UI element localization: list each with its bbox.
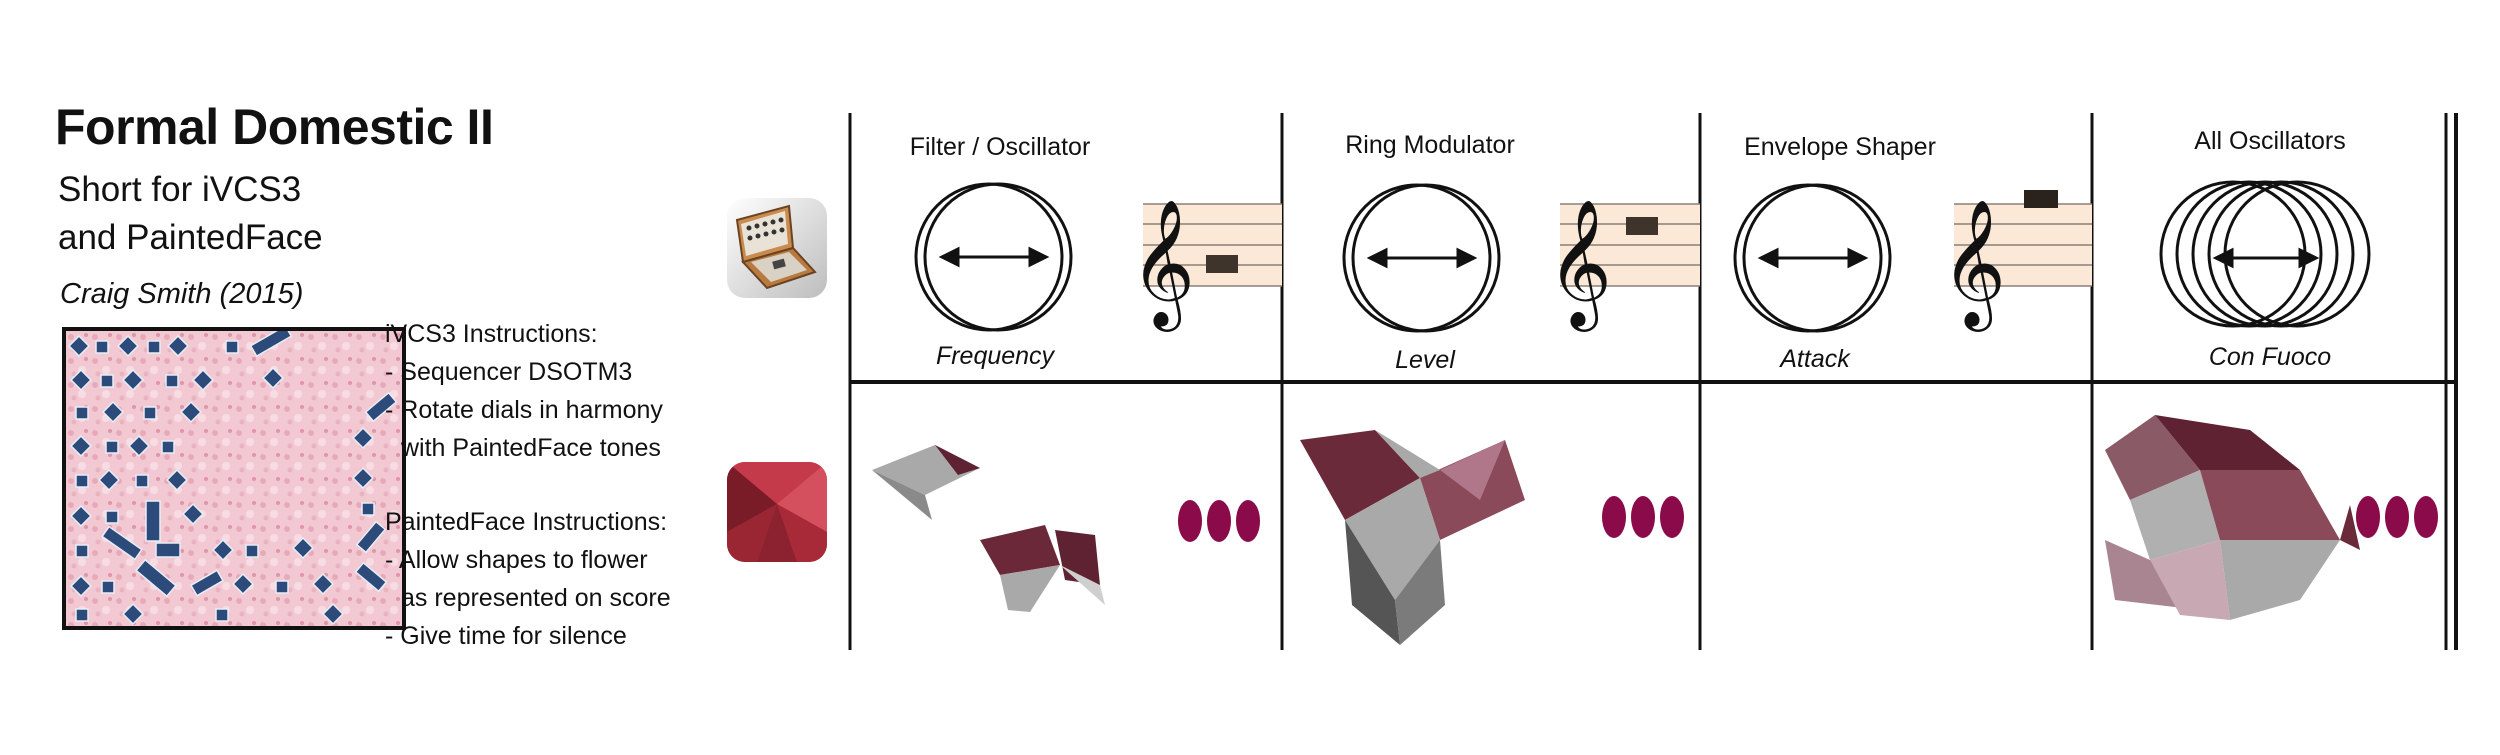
paintedface-app-icon xyxy=(727,462,827,562)
ivcs3-instruction-item: - Rotate dials in harmony xyxy=(385,396,663,424)
ivcs3-instruction-item: with PaintedFace tones xyxy=(401,434,661,462)
shape-cluster-2 xyxy=(1300,430,1525,645)
section-label-envelope-shaper: Envelope Shaper xyxy=(1744,133,1936,161)
staff-envelope-shaper: 𝄞 xyxy=(1941,190,2092,332)
shape-cluster-3 xyxy=(2105,415,2360,620)
dial-filter-oscillator xyxy=(914,182,1073,332)
treble-clef-icon: 𝄞 xyxy=(1941,198,2006,332)
subtitle-line-1: Short for iVCS3 xyxy=(58,170,302,209)
paintedface-instructions: PaintedFace Instructions: - Allow shapes… xyxy=(385,503,671,655)
param-label-level: Level xyxy=(1395,346,1455,374)
double-arrow-icon xyxy=(938,246,1050,268)
section-label-filter-oscillator: Filter / Oscillator xyxy=(909,133,1091,161)
param-label-con-fuoco: Con Fuoco xyxy=(2208,343,2332,371)
shape-cluster-1 xyxy=(872,445,1105,612)
ivcs3-instruction-item: - Sequencer DSOTM3 xyxy=(385,358,633,386)
ivcs3-instructions: iVCS3 Instructions: - Sequencer DSOTM3 -… xyxy=(385,315,663,467)
composer-credit: Craig Smith (2015) xyxy=(60,278,304,310)
note-block xyxy=(1626,217,1658,235)
ivcs3-instructions-heading: iVCS3 Instructions: xyxy=(385,320,598,348)
dial-envelope-shaper xyxy=(1733,183,1892,333)
double-arrow-icon xyxy=(1757,247,1869,269)
double-arrow-icon xyxy=(2212,247,2320,269)
ellipsis-marker-2 xyxy=(1602,496,1684,538)
param-label-frequency: Frequency xyxy=(935,342,1055,370)
note-block xyxy=(1206,255,1238,273)
section-label-ring-modulator: Ring Modulator xyxy=(1345,131,1515,159)
paintedface-instruction-item: as represented on score xyxy=(401,584,671,612)
treble-clef-icon: 𝄞 xyxy=(1547,198,1612,332)
ellipsis-marker-3 xyxy=(2356,496,2438,538)
ellipsis-marker-1 xyxy=(1178,500,1260,542)
paintedface-instruction-item: - Give time for silence xyxy=(385,622,627,650)
double-arrow-icon xyxy=(1366,247,1478,269)
score-mosaic-image xyxy=(62,327,406,630)
synthesizer-app-icon xyxy=(727,198,827,298)
param-label-attack: Attack xyxy=(1780,345,1850,373)
dial-ring-modulator xyxy=(1342,183,1501,333)
dial-all-oscillators xyxy=(2159,180,2371,328)
staff-ring-modulator: 𝄞 xyxy=(1547,198,1700,332)
paintedface-instructions-heading: PaintedFace Instructions: xyxy=(385,508,668,536)
page-title: Formal Domestic II xyxy=(55,99,494,155)
section-label-all-oscillators: All Oscillators xyxy=(2194,127,2346,155)
treble-clef-icon: 𝄞 xyxy=(1130,198,1195,332)
subtitle-line-2: and PaintedFace xyxy=(58,218,323,257)
staff-filter-oscillator: 𝄞 xyxy=(1130,198,1282,332)
note-block xyxy=(2024,190,2058,208)
paintedface-instruction-item: - Allow shapes to flower xyxy=(385,546,648,574)
